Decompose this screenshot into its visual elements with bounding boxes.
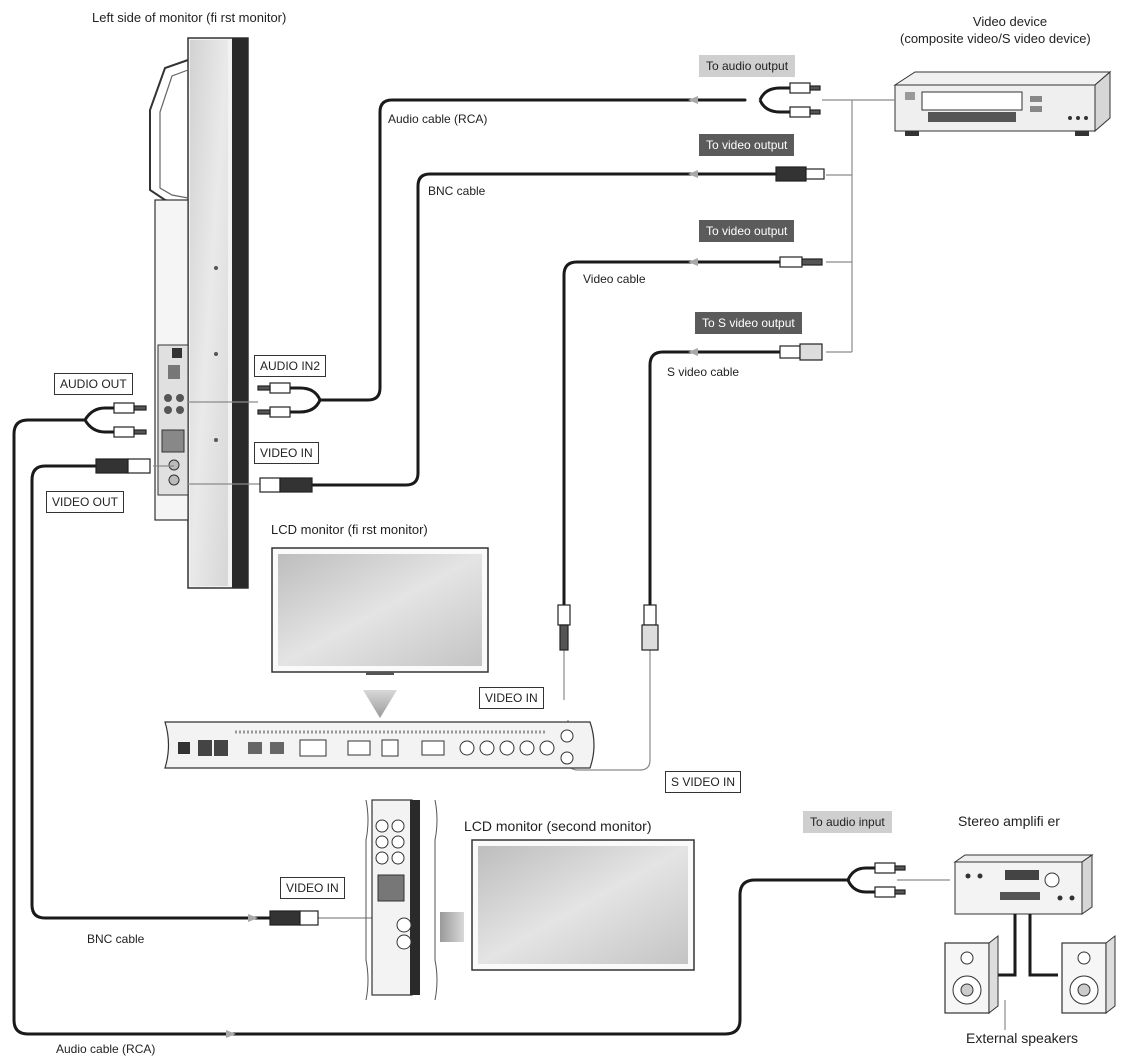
audio-cable-rca-top-label: Audio cable (RCA) bbox=[388, 112, 488, 126]
video-in-panel-label: VIDEO IN bbox=[479, 687, 544, 709]
video-cable-label: Video cable bbox=[583, 272, 646, 286]
video-device-sub-label: (composite video/S video device) bbox=[900, 31, 1091, 46]
video-in-first-label: VIDEO IN bbox=[254, 442, 319, 464]
second-lcd-monitor bbox=[471, 839, 695, 971]
second-monitor-side-view bbox=[365, 799, 464, 1001]
video-out-label: VIDEO OUT bbox=[46, 491, 125, 513]
first-lcd-monitor bbox=[271, 547, 489, 718]
s-video-cable-label: S video cable bbox=[667, 365, 740, 379]
audio-out-label: AUDIO OUT bbox=[54, 373, 133, 395]
lcd-first-label: LCD monitor (fi rst monitor) bbox=[271, 522, 428, 537]
to-audio-output-tag: To audio output bbox=[699, 55, 796, 77]
to-audio-input-tag: To audio input bbox=[803, 811, 892, 833]
video-in-second-label: VIDEO IN bbox=[280, 877, 345, 899]
bnc-cable-top-label: BNC cable bbox=[428, 184, 486, 198]
stereo-amplifier bbox=[953, 854, 1094, 915]
direction-arrows bbox=[226, 96, 698, 1038]
bnc-cable-bottom-label: BNC cable bbox=[87, 932, 145, 946]
external-speakers bbox=[944, 934, 1116, 1015]
to-video-output-tag-1: To video output bbox=[699, 134, 795, 156]
connector-plugs bbox=[83, 82, 906, 926]
external-speakers-label: External speakers bbox=[966, 1030, 1079, 1046]
video-device bbox=[893, 70, 1112, 136]
first-monitor-side-view bbox=[149, 37, 249, 589]
audio-cable-rca-bottom-label: Audio cable (RCA) bbox=[56, 1042, 156, 1056]
cables bbox=[12, 98, 850, 1036]
s-video-in-label: S VIDEO IN bbox=[665, 771, 742, 793]
stereo-amplifier-label: Stereo amplifi er bbox=[958, 813, 1060, 829]
video-device-label: Video device bbox=[972, 14, 1048, 29]
to-video-output-tag-2: To video output bbox=[699, 220, 795, 242]
audio-in2-label: AUDIO IN2 bbox=[254, 355, 327, 377]
left-side-title: Left side of monitor (fi rst monitor) bbox=[92, 10, 287, 25]
device-link-lines bbox=[822, 99, 895, 353]
speaker-wires bbox=[990, 914, 1058, 977]
to-s-video-output-tag: To S video output bbox=[695, 312, 802, 334]
first-monitor-rear-panel bbox=[164, 721, 595, 769]
lcd-second-label: LCD monitor (second monitor) bbox=[464, 818, 652, 834]
